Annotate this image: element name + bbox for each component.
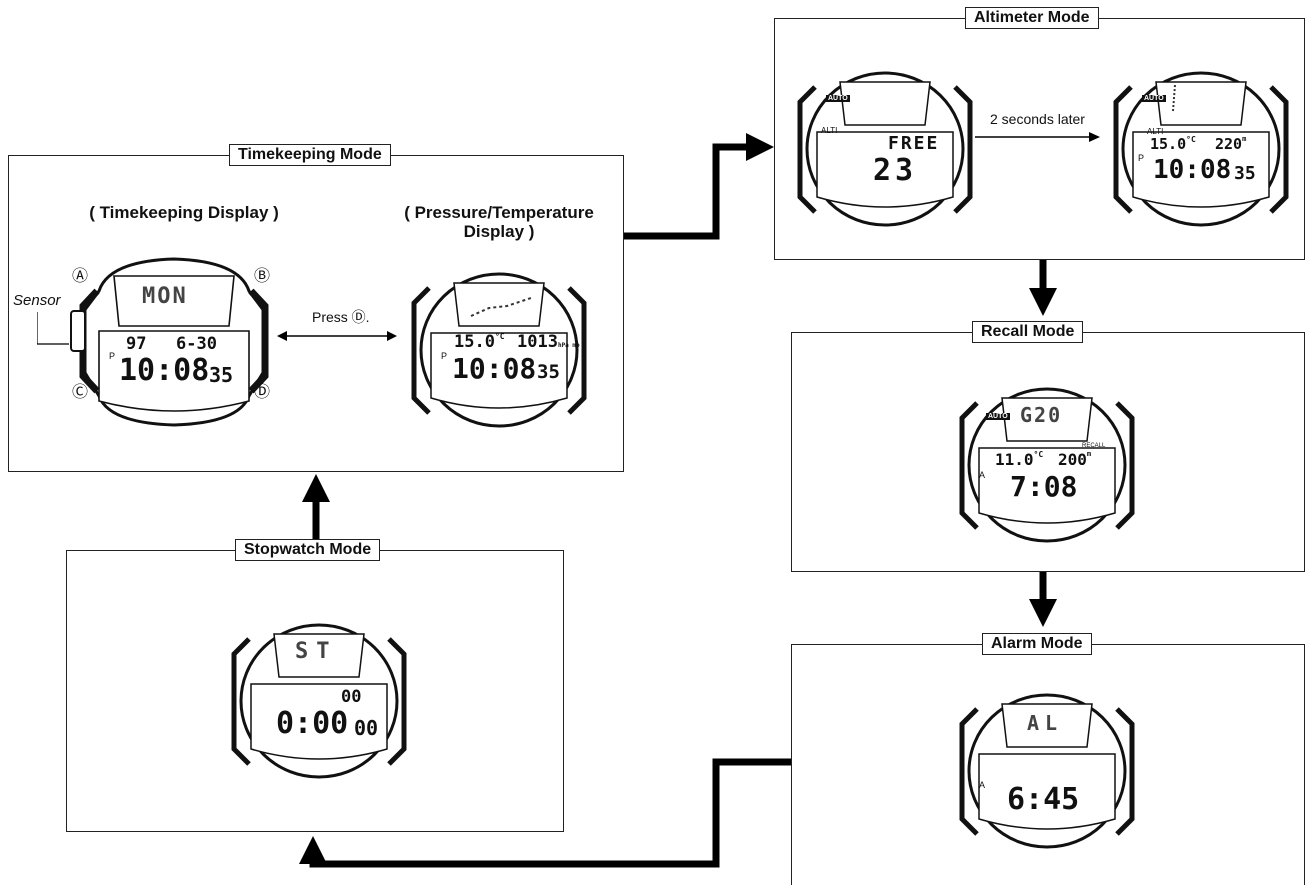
press-d-text: Press Ⓓ. — [312, 309, 370, 325]
alt1-value: 23 — [873, 153, 918, 188]
tk-year: 97 — [126, 334, 147, 354]
altimeter-title: Altimeter Mode — [965, 7, 1099, 29]
recall-ampm: A — [979, 470, 986, 480]
tk-time: 10:08 — [119, 353, 210, 388]
alarm-title: Alarm Mode — [982, 633, 1092, 655]
tk-top-text: MON — [142, 284, 188, 309]
recall-temp: 11.0°C — [995, 450, 1043, 469]
pt-temp-unit: °C — [494, 332, 505, 341]
timekeeping-title: Timekeeping Mode — [229, 144, 391, 166]
recall-temp-unit: °C — [1033, 450, 1044, 459]
press-d-arrow — [277, 331, 397, 341]
alt2-ampm: P — [1138, 153, 1145, 163]
sensor-label: Sensor — [13, 292, 61, 309]
recall-alt-unit: m — [1086, 450, 1092, 458]
altimeter-watch-free — [797, 71, 973, 227]
tk-ampm: P — [109, 351, 116, 361]
pt-display-label-1: ( Pressure/Temperature — [404, 203, 594, 222]
timekeeping-watch — [70, 257, 269, 427]
alt2-seconds: 35 — [1234, 163, 1256, 184]
tk-date: 6-30 — [176, 334, 217, 354]
recall-time: 7:08 — [1010, 470, 1078, 503]
alarm-top: AL — [1027, 711, 1064, 735]
alarm-watch — [959, 693, 1135, 849]
recall-top: G20 — [1020, 403, 1063, 427]
alt2-badge: AUTO — [1142, 95, 1166, 102]
alarm-ampm: A — [979, 780, 986, 790]
pt-ampm: P — [441, 351, 448, 361]
timekeeping-panel: Timekeeping Mode ( Timekeeping Display )… — [8, 144, 624, 472]
alt2-temp-unit: °C — [1186, 135, 1196, 144]
pressure-temperature-watch — [411, 272, 587, 428]
timekeeping-display-label: ( Timekeeping Display ) — [89, 203, 279, 222]
recall-watch — [959, 387, 1135, 543]
recall-temp-value: 11.0 — [995, 450, 1034, 469]
alt2-alt-value: 220 — [1215, 135, 1243, 153]
stopwatch-upper: 00 — [341, 687, 362, 707]
pt-time: 10:08 — [452, 352, 537, 385]
recall-label: RECALL — [1082, 443, 1106, 449]
recall-title: Recall Mode — [972, 321, 1084, 343]
stopwatch-time: 0:00 — [276, 706, 349, 741]
button-a-label: Ⓐ — [72, 268, 89, 285]
alt2-alt-unit: m — [1242, 135, 1247, 143]
stopwatch-top: ST — [295, 639, 338, 664]
pt-display-label-2: Display ) — [463, 222, 535, 241]
alt2-temp: 15.0°C — [1150, 135, 1196, 153]
stopwatch-watch — [231, 623, 407, 779]
altimeter-watch-reading — [1113, 71, 1289, 227]
stopwatch-panel: Stopwatch Mode ST 00 0:00 00 — [66, 539, 564, 832]
alt1-badge: AUTO — [826, 95, 850, 102]
altimeter-panel: Altimeter Mode AUTO ALTI FREE 23 2 secon… — [774, 7, 1305, 260]
recall-alt-value: 200 — [1058, 450, 1087, 469]
recall-panel: Recall Mode AUTO G20 RECALL 11.0°C 200m … — [791, 321, 1305, 572]
alt2-time: 10:08 — [1153, 155, 1232, 185]
alt1-mode: ALTI — [821, 126, 838, 135]
stopwatch-title: Stopwatch Mode — [235, 539, 381, 561]
button-b-label: Ⓑ — [254, 268, 271, 285]
pt-temp: 15.0°C — [454, 332, 505, 352]
two-seconds-later-text: 2 seconds later — [990, 111, 1085, 127]
recall-badge: AUTO — [986, 413, 1010, 420]
pt-pressure-value: 1013 — [517, 332, 558, 352]
arrow-alarm-to-stopwatch — [299, 758, 792, 868]
two-seconds-arrow — [975, 132, 1100, 142]
pt-seconds: 35 — [537, 361, 560, 383]
pt-temp-value: 15.0 — [454, 332, 495, 352]
pt-pressure: 1013hPa mb — [517, 332, 580, 352]
arrow-timekeeping-to-altimeter — [623, 133, 774, 240]
recall-alt: 200m — [1058, 450, 1091, 469]
alarm-time: 6:45 — [1007, 782, 1080, 817]
alt2-mode: ALTI — [1147, 127, 1164, 136]
alt2-temp-value: 15.0 — [1150, 135, 1187, 153]
sensor-leader-line — [37, 312, 69, 345]
tk-seconds: 35 — [209, 363, 234, 387]
stopwatch-hundredths: 00 — [354, 716, 379, 740]
alarm-panel: Alarm Mode AL A 6:45 — [791, 633, 1305, 885]
pt-pressure-unit: hPa mb — [557, 342, 580, 349]
alt2-alt: 220m — [1215, 135, 1246, 153]
button-c-label: Ⓒ — [72, 384, 89, 401]
alt1-status: FREE — [888, 133, 940, 154]
